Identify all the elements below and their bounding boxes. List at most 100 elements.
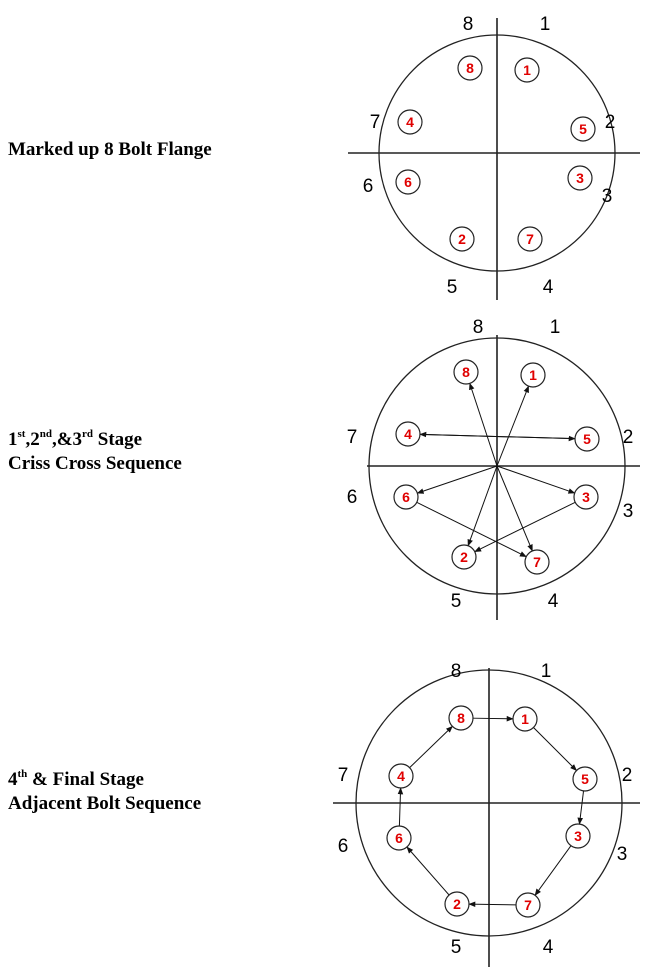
bolt-circle	[395, 169, 421, 195]
bolt-number: 4	[406, 114, 414, 130]
bolt-number: 6	[402, 489, 410, 505]
adjacent-line-4	[534, 845, 572, 896]
bolt-3: 3	[567, 165, 593, 191]
bolt-8: 8	[448, 705, 474, 731]
bolt-number: 8	[466, 60, 474, 76]
bolt-circle	[444, 891, 470, 917]
sector-label-7: 7	[338, 765, 349, 786]
criss-cross-line-6	[496, 465, 576, 494]
bolt-6: 6	[386, 825, 412, 851]
criss-cross-line-10	[416, 501, 527, 558]
adjacent-line-2	[533, 727, 578, 772]
bolt-3: 3	[573, 484, 599, 510]
caption-criss-cross: 1st,2nd,&3rd Stage Criss Cross Sequence	[8, 428, 182, 476]
bolt-circle	[520, 362, 546, 388]
sector-label-8: 8	[473, 317, 484, 338]
bolt-circle	[512, 706, 538, 732]
bolt-6: 6	[393, 484, 419, 510]
sector-label-6: 6	[363, 176, 374, 197]
bolt-circle	[570, 116, 596, 142]
sector-label-4: 4	[543, 937, 554, 958]
bolt-number: 6	[404, 174, 412, 190]
bolt-circle	[574, 426, 600, 452]
bolt-8: 8	[453, 359, 479, 385]
sector-label-2: 2	[622, 765, 633, 786]
sector-label-6: 6	[338, 836, 349, 857]
bolt-number: 5	[581, 771, 589, 787]
bolt-number: 5	[583, 431, 591, 447]
criss-cross-line-4	[419, 433, 576, 442]
adjacent-line-8	[409, 725, 453, 769]
bolt-number: 3	[582, 489, 590, 505]
caption-criss-cross-line1: 1st,2nd,&3rd Stage	[8, 427, 143, 450]
bolt-number: 3	[574, 828, 582, 844]
sector-label-3: 3	[617, 844, 628, 865]
sector-label-4: 4	[548, 591, 559, 612]
bolt-4: 4	[395, 421, 421, 447]
sector-label-5: 5	[451, 937, 462, 958]
sector-label-3: 3	[623, 501, 634, 522]
sector-label-2: 2	[623, 427, 634, 448]
adjacent-line-3	[577, 790, 585, 825]
caption-adjacent-line2: Adjacent Bolt Sequence	[8, 793, 202, 814]
caption-adjacent-line1: 4th & Final Stage	[8, 767, 144, 790]
bolt-2: 2	[444, 891, 470, 917]
bolt-1: 1	[512, 706, 538, 732]
bolt-6: 6	[395, 169, 421, 195]
sector-label-6: 6	[347, 487, 358, 508]
bolt-7: 7	[515, 892, 541, 918]
flange-diagram-2: 8 1 4 5 6 3 2 7 8 1 7 2 6 3 5 4	[347, 317, 640, 620]
bolt-1: 1	[514, 57, 540, 83]
bolt-circle	[457, 55, 483, 81]
bolt-number: 2	[458, 231, 466, 247]
bolt-circle	[572, 766, 598, 792]
adjacent-line-6	[406, 846, 450, 896]
bolt-3: 3	[565, 823, 591, 849]
bolt-circle	[395, 421, 421, 447]
bolt-5: 5	[574, 426, 600, 452]
sector-label-8: 8	[451, 661, 462, 682]
bolt-7: 7	[524, 549, 550, 575]
caption-marked-up-flange: Marked up 8 Bolt Flange	[8, 139, 212, 160]
sector-label-7: 7	[347, 427, 358, 448]
sector-label-1: 1	[550, 317, 561, 338]
sector-label-3: 3	[602, 186, 613, 207]
bolt-circle	[386, 825, 412, 851]
sector-label-8: 8	[463, 14, 474, 35]
adjacent-line-1	[472, 715, 514, 722]
bolt-2: 2	[451, 544, 477, 570]
sector-label-5: 5	[451, 591, 462, 612]
bolt-number: 4	[404, 426, 412, 442]
criss-cross-line-1	[469, 382, 498, 467]
criss-cross-line-2	[496, 385, 530, 467]
caption-criss-cross-line2: Criss Cross Sequence	[8, 453, 182, 474]
bolt-circle	[393, 484, 419, 510]
criss-cross-line-9	[474, 501, 576, 553]
sector-label-5: 5	[447, 277, 458, 298]
bolt-number: 6	[395, 830, 403, 846]
bolt-8: 8	[457, 55, 483, 81]
bolt-circle	[517, 226, 543, 252]
bolt-circle	[397, 109, 423, 135]
caption-adjacent: 4th & Final Stage Adjacent Bolt Sequence	[8, 768, 201, 816]
sector-label-7: 7	[370, 112, 381, 133]
bolt-number: 1	[529, 367, 537, 383]
bolt-number: 4	[397, 768, 405, 784]
sector-label-1: 1	[540, 14, 551, 35]
bolt-4: 4	[388, 763, 414, 789]
bolt-7: 7	[517, 226, 543, 252]
criss-cross-line-8	[496, 465, 533, 552]
bolt-5: 5	[572, 766, 598, 792]
bolt-circle	[515, 892, 541, 918]
bolt-circle	[451, 544, 477, 570]
bolt-number: 8	[462, 364, 470, 380]
bolt-number: 1	[521, 711, 529, 727]
bolt-circle	[567, 165, 593, 191]
bolt-circle	[514, 57, 540, 83]
bolt-2: 2	[449, 226, 475, 252]
bolt-number: 8	[457, 710, 465, 726]
bolt-number: 2	[460, 549, 468, 565]
